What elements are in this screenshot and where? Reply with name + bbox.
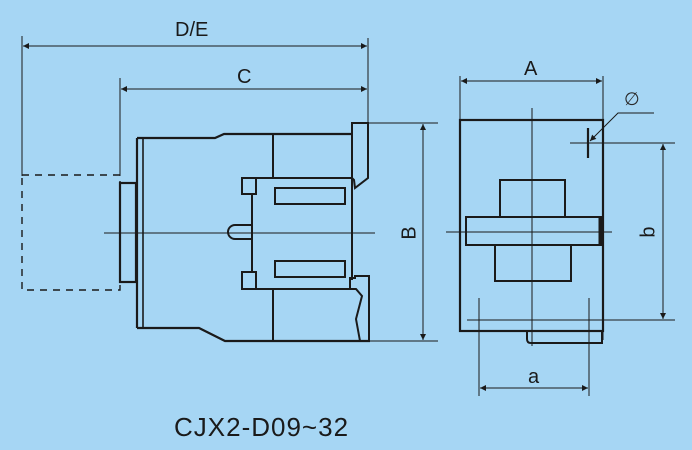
diameter-symbol: ∅ bbox=[624, 89, 640, 109]
label-c: C bbox=[237, 66, 252, 88]
label-b-lower: b bbox=[637, 226, 660, 238]
side-view bbox=[21, 36, 438, 343]
model-caption: CJX2-D09~32 bbox=[174, 412, 350, 442]
label-b: B bbox=[398, 226, 421, 240]
diameter-leader bbox=[589, 112, 654, 142]
label-de: D/E bbox=[175, 19, 209, 41]
label-a-upper: A bbox=[524, 58, 538, 80]
optional-module-outline bbox=[21, 174, 121, 291]
front-view bbox=[446, 76, 675, 396]
label-a-lower: a bbox=[528, 366, 540, 388]
